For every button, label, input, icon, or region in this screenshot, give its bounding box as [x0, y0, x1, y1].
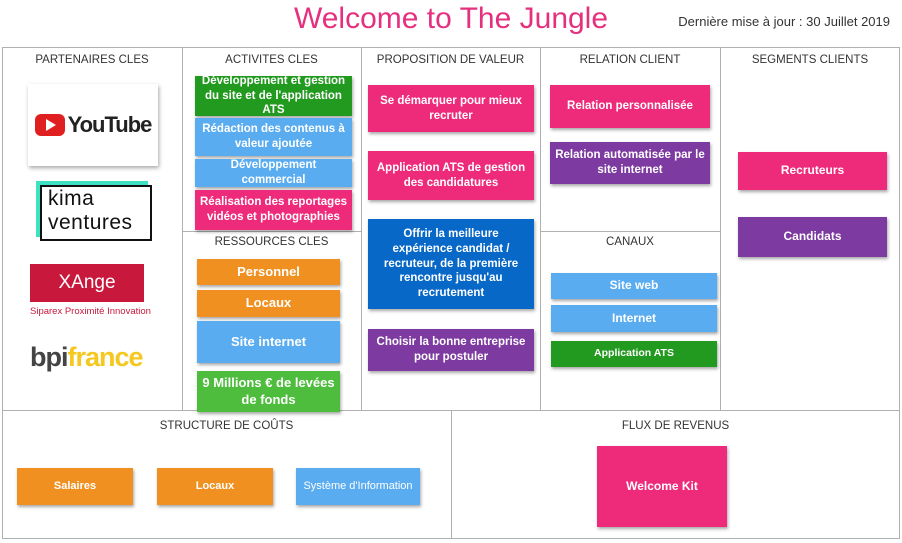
section-resources: RESSOURCES CLES [214, 236, 329, 248]
value-card: Se démarquer pour mieux recruter [368, 85, 534, 132]
segment-card: Recruteurs [738, 152, 887, 190]
section-activities: ACTIVITES CLES [225, 54, 318, 66]
kima-wordmark-bottom: ventures [48, 211, 133, 234]
xange-subtitle: Siparex Proximité Innovation [30, 306, 151, 317]
play-icon [34, 114, 65, 136]
cost-card: Système d'Information [296, 468, 420, 505]
grid-line [2, 538, 900, 539]
section-revenues: FLUX DE REVENUS [621, 420, 730, 432]
cost-card: Locaux [157, 468, 273, 505]
cost-card: Salaires [17, 468, 133, 505]
section-costs: STRUCTURE DE COÛTS [159, 420, 294, 432]
activity-card: Rédaction des contenus à valeur ajoutée [195, 118, 352, 156]
last-update-date: Dernière mise à jour : 30 Juillet 2019 [678, 14, 890, 29]
activity-card: Développement commercial [195, 159, 352, 187]
resource-card: Locaux [197, 290, 340, 317]
section-partners: PARTENAIRES CLES [35, 54, 149, 66]
kima-wordmark-top: kima [48, 187, 95, 210]
value-card: Choisir la bonne entreprise pour postule… [368, 329, 534, 371]
channel-card: Application ATS [551, 341, 717, 367]
relation-card: Relation automatisée par le site interne… [550, 142, 710, 184]
youtube-logo: YouTube [28, 84, 158, 166]
page-title: Welcome to The Jungle [293, 2, 609, 35]
grid-line [182, 47, 183, 410]
grid-line [361, 47, 362, 410]
grid-line [451, 410, 452, 538]
grid-line [2, 47, 3, 539]
france-wordmark: france [67, 342, 144, 372]
grid-line [2, 47, 900, 48]
kima-ventures-logo: kima ventures [36, 181, 152, 241]
grid-line [182, 231, 361, 232]
section-value: PROPOSITION DE VALEUR [376, 54, 525, 66]
resource-card: Personnel [197, 259, 340, 285]
bpi-wordmark: bpi [30, 342, 68, 372]
channel-card: Site web [551, 273, 717, 299]
resource-card: 9 Millions € de levées de fonds [197, 371, 340, 412]
xange-wordmark: XAnge [58, 272, 116, 293]
channel-card: Internet [551, 305, 717, 332]
grid-line [540, 47, 541, 410]
youtube-wordmark: YouTube [67, 112, 153, 137]
xange-logo: XAnge Siparex Proximité Innovation [30, 264, 151, 320]
section-relation: RELATION CLIENT [579, 54, 681, 66]
grid-line [899, 47, 900, 539]
grid-line [540, 231, 720, 232]
section-channels: CANAUX [606, 236, 654, 248]
value-card: Application ATS de gestion des candidatu… [368, 151, 534, 200]
resource-card: Site internet [197, 321, 340, 363]
relation-card: Relation personnalisée [550, 85, 710, 128]
value-card: Offrir la meilleure expérience candidat … [368, 219, 534, 309]
bpifrance-logo: bpifrance [30, 342, 160, 376]
section-segments: SEGMENTS CLIENTS [751, 54, 869, 66]
revenue-card: Welcome Kit [597, 446, 727, 527]
segment-card: Candidats [738, 217, 887, 257]
grid-line [720, 47, 721, 410]
activity-card: Réalisation des reportages vidéos et pho… [195, 190, 352, 230]
activity-card: Développement et gestion du site et de l… [195, 75, 352, 116]
